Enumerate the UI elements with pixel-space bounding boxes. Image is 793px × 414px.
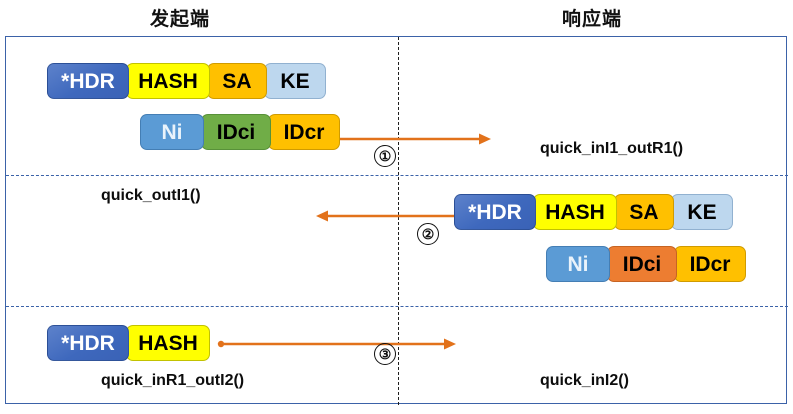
block-sa: SA	[614, 194, 674, 230]
block-ni: Ni	[140, 114, 204, 150]
message-1-line-1: *HDR HASH SA KE	[47, 63, 326, 99]
center-divider	[398, 37, 399, 405]
block-hash: HASH	[533, 194, 617, 230]
arrow-step-3	[217, 338, 456, 350]
step-number-2: ②	[417, 223, 439, 245]
block-idci: IDci	[201, 114, 271, 150]
message-2-line-1: *HDR HASH SA KE	[454, 194, 733, 230]
label-quick-ini2: quick_inI2()	[540, 372, 629, 389]
block-sa: SA	[207, 63, 267, 99]
block-hdr: *HDR	[47, 325, 129, 361]
block-idcr: IDcr	[674, 246, 746, 282]
label-quick-ini1-outr1: quick_inI1_outR1()	[540, 140, 684, 157]
block-ke: KE	[264, 63, 326, 99]
step-number-1: ①	[374, 145, 396, 167]
message-3-line-1: *HDR HASH	[47, 325, 210, 361]
row-divider-2	[6, 306, 788, 307]
block-hdr: *HDR	[47, 63, 129, 99]
label-quick-outi1: quick_outI1()	[101, 187, 201, 204]
block-ke: KE	[671, 194, 733, 230]
label-quick-inr1-outi2: quick_inR1_outI2()	[101, 372, 245, 389]
message-2-line-2: Ni IDci IDcr	[546, 246, 746, 282]
row-divider-1	[6, 175, 788, 176]
arrow-step-1	[332, 133, 491, 145]
block-hash: HASH	[126, 325, 210, 361]
block-hdr: *HDR	[454, 194, 536, 230]
block-idcr: IDcr	[268, 114, 340, 150]
sequence-panel: *HDR HASH SA KE Ni IDci IDcr ① quick_inI…	[5, 36, 788, 405]
block-ni: Ni	[546, 246, 610, 282]
block-idci: IDci	[607, 246, 677, 282]
block-hash: HASH	[126, 63, 210, 99]
column-title-initiator: 发起端	[149, 8, 210, 30]
column-title-responder: 响应端	[561, 8, 622, 30]
step-number-3: ③	[374, 343, 396, 365]
message-1-line-2: Ni IDci IDcr	[140, 114, 340, 150]
arrow-step-2	[316, 210, 465, 222]
